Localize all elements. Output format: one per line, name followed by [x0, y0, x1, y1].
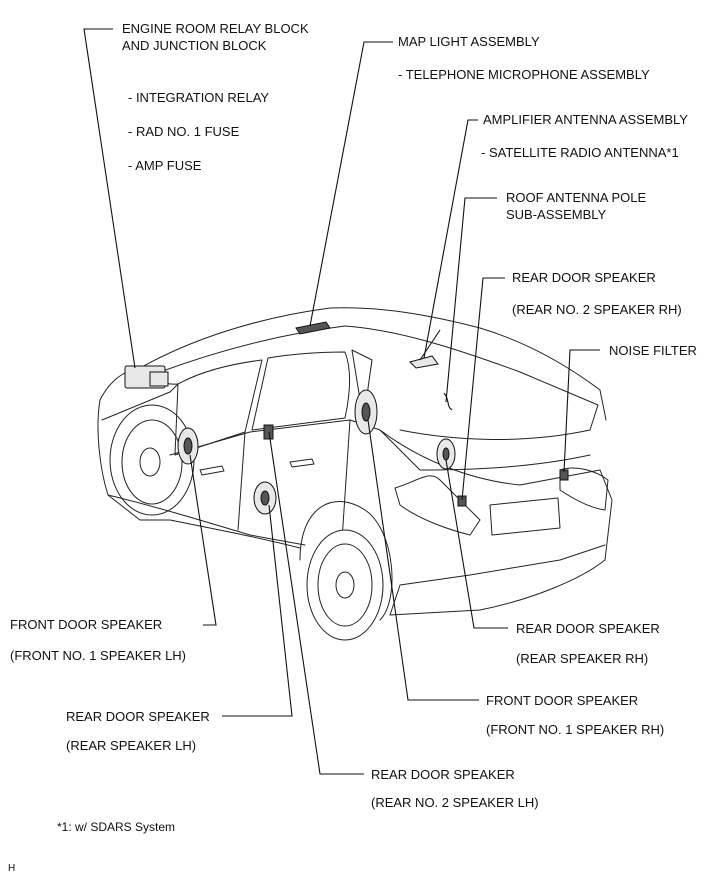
label-rear-door-speaker-no2-rh: REAR DOOR SPEAKER	[512, 270, 656, 285]
label-rad-fuse: - RAD NO. 1 FUSE	[128, 124, 240, 139]
label-noise-filter: NOISE FILTER	[609, 343, 697, 358]
label-rear-door-speaker-lh: REAR DOOR SPEAKER	[66, 709, 210, 724]
label-front-door-speaker-rh: FRONT DOOR SPEAKER	[486, 693, 639, 708]
label-front-no1-speaker-lh: (FRONT NO. 1 SPEAKER LH)	[10, 648, 187, 663]
speaker-rear-rh	[436, 438, 456, 470]
corner-mark: H	[8, 863, 16, 874]
roof-antenna	[409, 329, 441, 369]
label-amplifier-antenna: AMPLIFIER ANTENNA ASSEMBLY	[483, 112, 688, 127]
label-rear-door-speaker-no2-lh: REAR DOOR SPEAKER	[371, 767, 515, 782]
label-rear-no2-speaker-rh: (REAR NO. 2 SPEAKER RH)	[512, 302, 682, 317]
vehicle-outline	[97, 307, 613, 641]
label-map-light: MAP LIGHT ASSEMBLY	[398, 34, 540, 49]
label-amp-fuse: - AMP FUSE	[128, 158, 202, 173]
speaker-front-lh	[177, 427, 199, 465]
label-telephone-microphone: - TELEPHONE MICROPHONE ASSEMBLY	[398, 67, 650, 82]
label-front-no1-speaker-rh: (FRONT NO. 1 SPEAKER RH)	[486, 722, 665, 737]
speaker-front-rh	[354, 389, 378, 435]
map-light-assembly	[295, 321, 331, 335]
label-front-door-speaker-lh: FRONT DOOR SPEAKER	[10, 617, 163, 632]
speaker-rear-lh	[253, 481, 277, 515]
label-engine-room-relay-line2: AND JUNCTION BLOCK	[122, 38, 267, 53]
speaker-rear-no2-lh	[263, 424, 274, 440]
footnote: *1: w/ SDARS System	[57, 820, 176, 834]
label-rear-no2-speaker-lh: (REAR NO. 2 SPEAKER LH)	[371, 795, 539, 810]
label-rear-speaker-rh: (REAR SPEAKER RH)	[516, 651, 649, 666]
amplifier-antenna	[443, 392, 453, 411]
label-integration-relay: - INTEGRATION RELAY	[128, 90, 270, 105]
label-rear-speaker-lh: (REAR SPEAKER LH)	[66, 738, 197, 753]
label-satellite-antenna: - SATELLITE RADIO ANTENNA*1	[481, 145, 679, 160]
label-engine-room-relay-line1: ENGINE ROOM RELAY BLOCK	[122, 21, 309, 36]
label-roof-antenna-line1: ROOF ANTENNA POLE	[506, 190, 647, 205]
engine-room-relay-block	[124, 365, 169, 389]
leader-lines	[83, 28, 600, 775]
label-roof-antenna-line2: SUB-ASSEMBLY	[506, 207, 607, 222]
label-rear-door-speaker-rh: REAR DOOR SPEAKER	[516, 621, 660, 636]
